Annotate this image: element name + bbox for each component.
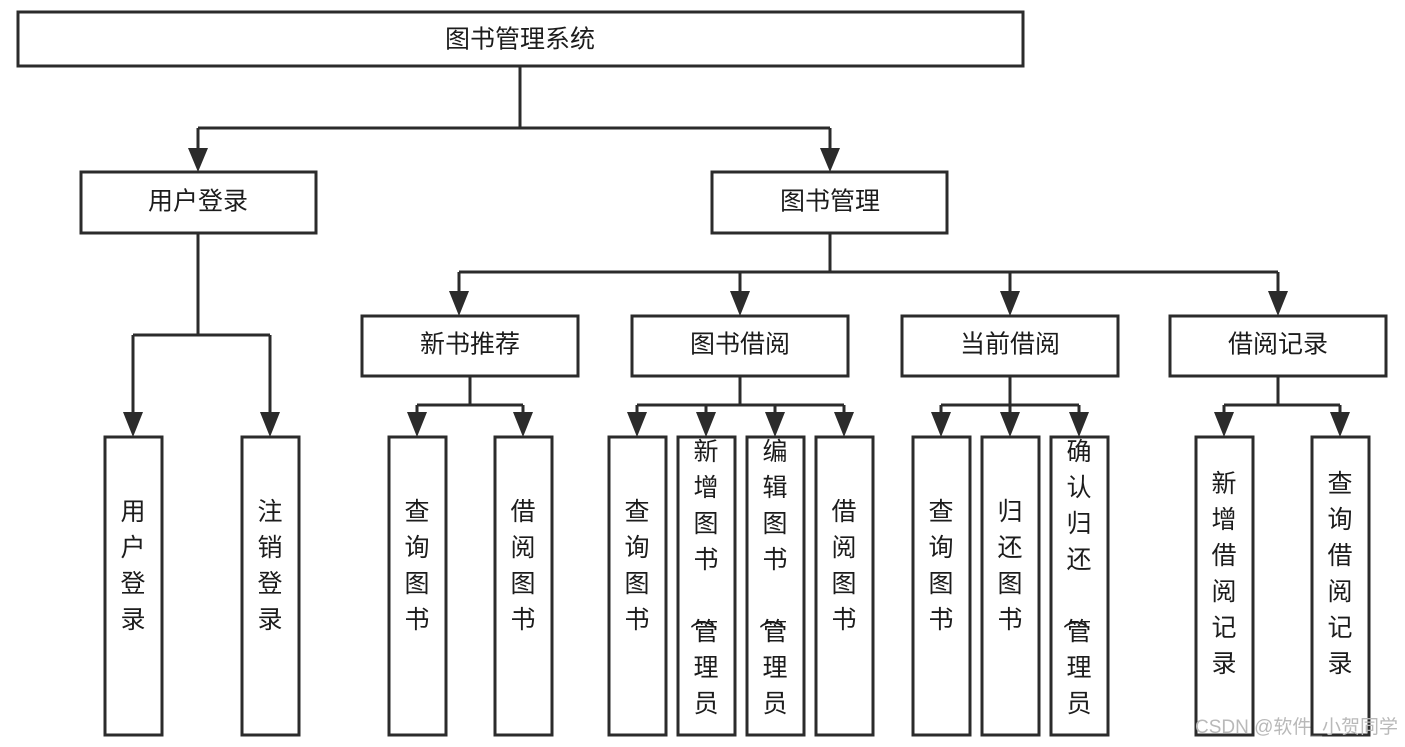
node-leaf-borrow-book-2-label: 借阅图书 bbox=[831, 498, 856, 634]
node-leaf-query-borrow-record-label: 查询借阅记录 bbox=[1327, 470, 1352, 678]
arrow-newbook-l1 bbox=[513, 412, 533, 437]
arrow-borrow-l3 bbox=[834, 412, 854, 437]
arrow-book-c3 bbox=[1268, 291, 1288, 316]
node-root-box[interactable] bbox=[16, 10, 1025, 68]
node-book-borrow-label: 图书借阅 bbox=[690, 331, 790, 359]
node-leaf-query-book-2-box[interactable] bbox=[607, 435, 668, 737]
node-leaf-add-book[interactable]: 新增图书（管理员） bbox=[676, 435, 737, 747]
node-book-management-box[interactable] bbox=[710, 170, 949, 235]
arrow-borrow-l2 bbox=[765, 412, 785, 437]
watermark-label: CSDN @软件_小贺同学 bbox=[1195, 716, 1398, 738]
node-leaf-query-borrow-record-box[interactable] bbox=[1310, 435, 1371, 737]
node-book-management-label: 图书管理 bbox=[780, 188, 880, 216]
node-new-book-recommend[interactable]: 新书推荐 bbox=[360, 314, 580, 378]
node-layer: 图书管理系统 用户登录 图书管理 新书推荐 图书借阅 bbox=[16, 10, 1388, 747]
node-leaf-add-borrow-record-label: 新增借阅记录 bbox=[1211, 470, 1236, 678]
arrow-root-to-user bbox=[188, 148, 208, 172]
arrow-newbook-l0 bbox=[407, 412, 427, 437]
node-leaf-query-book-3-box[interactable] bbox=[911, 435, 972, 737]
arrow-record-l1 bbox=[1330, 412, 1350, 437]
arrow-current-l2 bbox=[1069, 412, 1089, 437]
node-leaf-query-book-1-label: 查询图书 bbox=[404, 498, 429, 634]
node-leaf-user-login-box[interactable] bbox=[103, 435, 164, 737]
node-leaf-return-book-label: 归还图书 bbox=[997, 498, 1022, 634]
node-leaf-user-login-label: 用户登录 bbox=[120, 498, 145, 634]
node-root[interactable]: 图书管理系统 bbox=[16, 10, 1025, 68]
arrow-user-leaf0 bbox=[123, 412, 143, 437]
node-leaf-add-borrow-record-box[interactable] bbox=[1194, 435, 1255, 737]
node-book-borrow[interactable]: 图书借阅 bbox=[630, 314, 850, 378]
node-leaf-confirm-return-box[interactable] bbox=[1049, 435, 1110, 737]
node-leaf-query-book-2[interactable]: 查询图书 bbox=[607, 435, 668, 737]
node-leaf-borrow-book-1-box[interactable] bbox=[493, 435, 554, 737]
node-borrow-record[interactable]: 借阅记录 bbox=[1168, 314, 1388, 378]
node-root-label: 图书管理系统 bbox=[445, 26, 595, 54]
arrow-record-l0 bbox=[1214, 412, 1234, 437]
node-leaf-user-login[interactable]: 用户登录 bbox=[103, 435, 164, 737]
node-current-borrow[interactable]: 当前借阅 bbox=[900, 314, 1120, 378]
node-user-login-label: 用户登录 bbox=[148, 188, 248, 216]
node-leaf-edit-book-label: 编辑图书（管理员） bbox=[756, 438, 787, 747]
node-leaf-return-book-box[interactable] bbox=[980, 435, 1041, 737]
node-book-borrow-box[interactable] bbox=[630, 314, 850, 378]
node-user-login-box[interactable] bbox=[79, 170, 318, 235]
arrow-book-c0 bbox=[449, 291, 469, 316]
connector-layer bbox=[123, 66, 1350, 437]
node-new-book-recommend-box[interactable] bbox=[360, 314, 580, 378]
node-leaf-query-book-3[interactable]: 查询图书 bbox=[911, 435, 972, 737]
arrow-book-c1 bbox=[730, 291, 750, 316]
node-borrow-record-box[interactable] bbox=[1168, 314, 1388, 378]
node-leaf-query-book-2-label: 查询图书 bbox=[624, 498, 649, 634]
node-leaf-borrow-book-2-box[interactable] bbox=[814, 435, 875, 737]
node-leaf-borrow-book-2[interactable]: 借阅图书 bbox=[814, 435, 875, 737]
node-leaf-add-borrow-record[interactable]: 新增借阅记录 bbox=[1194, 435, 1255, 737]
node-leaf-confirm-return-label: 确认归还（管理员） bbox=[1060, 438, 1091, 747]
node-leaf-confirm-return[interactable]: 确认归还（管理员） bbox=[1049, 435, 1110, 747]
node-current-borrow-label: 当前借阅 bbox=[960, 331, 1060, 359]
node-leaf-edit-book-box[interactable] bbox=[745, 435, 806, 737]
node-leaf-query-book-1-box[interactable] bbox=[387, 435, 448, 737]
node-leaf-query-book-1[interactable]: 查询图书 bbox=[387, 435, 448, 737]
node-user-login[interactable]: 用户登录 bbox=[79, 170, 318, 235]
node-new-book-recommend-label: 新书推荐 bbox=[420, 331, 520, 359]
node-leaf-query-borrow-record[interactable]: 查询借阅记录 bbox=[1310, 435, 1371, 737]
node-leaf-return-book[interactable]: 归还图书 bbox=[980, 435, 1041, 737]
node-leaf-logout-label: 注销登录 bbox=[257, 498, 282, 634]
arrow-borrow-l0 bbox=[627, 412, 647, 437]
node-borrow-record-label: 借阅记录 bbox=[1228, 331, 1328, 359]
arrow-borrow-l1 bbox=[696, 412, 716, 437]
node-leaf-logout-box[interactable] bbox=[240, 435, 301, 737]
arrow-book-c2 bbox=[1000, 291, 1020, 316]
arrow-current-l0 bbox=[931, 412, 951, 437]
node-leaf-add-book-box[interactable] bbox=[676, 435, 737, 737]
node-leaf-logout[interactable]: 注销登录 bbox=[240, 435, 301, 737]
node-book-management[interactable]: 图书管理 bbox=[710, 170, 949, 235]
arrow-user-leaf1 bbox=[260, 412, 280, 437]
arrow-current-l1 bbox=[1000, 412, 1020, 437]
node-leaf-add-book-label: 新增图书（管理员） bbox=[687, 438, 718, 747]
node-leaf-query-book-3-label: 查询图书 bbox=[928, 498, 953, 634]
node-leaf-edit-book[interactable]: 编辑图书（管理员） bbox=[745, 435, 806, 747]
node-leaf-borrow-book-1-label: 借阅图书 bbox=[510, 498, 535, 634]
arrow-root-to-book bbox=[820, 148, 840, 172]
node-leaf-borrow-book-1[interactable]: 借阅图书 bbox=[493, 435, 554, 737]
node-current-borrow-box[interactable] bbox=[900, 314, 1120, 378]
